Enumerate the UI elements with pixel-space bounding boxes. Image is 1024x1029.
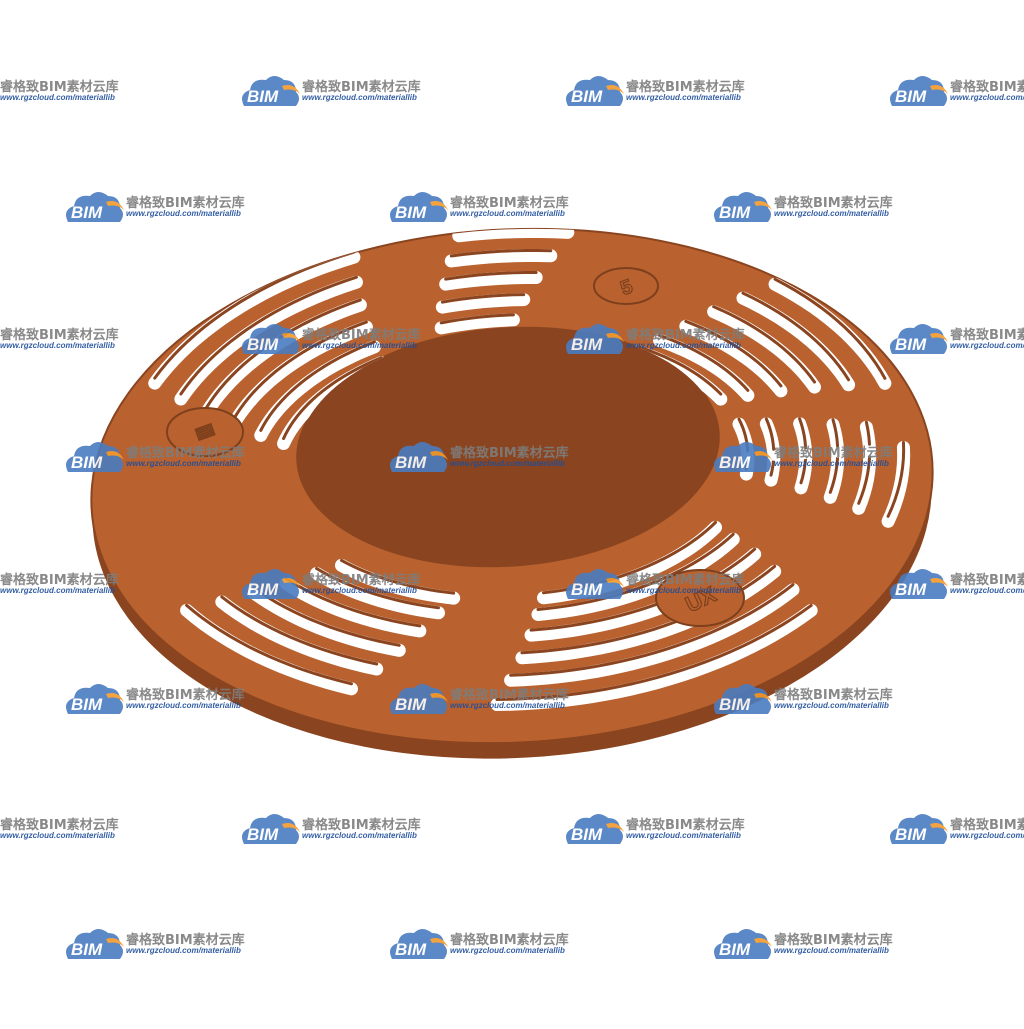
grate-slot-edge (449, 248, 553, 258)
grate-slot-edge (495, 603, 813, 702)
grate-slot-edge (658, 333, 750, 392)
grate-slot-edge (315, 567, 441, 610)
grate-slot (279, 576, 427, 638)
grate-slot-edge (536, 532, 735, 611)
grate-slot-edge (509, 583, 795, 677)
grate-slot (226, 320, 373, 432)
grate-slot (444, 248, 558, 268)
grate-slot-edge (439, 313, 515, 325)
grate-slot (254, 340, 381, 442)
grate-slot-edge (282, 356, 383, 441)
grate-slot-edge (636, 345, 723, 396)
grate-slot (180, 603, 358, 696)
grate-slot (736, 291, 856, 392)
grate-slot (247, 586, 406, 657)
grate-slot-edge (185, 603, 353, 686)
grate-slot (435, 293, 531, 314)
emboss-badge-top: 5 (593, 267, 659, 305)
grate-slot (768, 277, 892, 390)
grate-slot-edge (712, 305, 817, 384)
grate-slot-edge (231, 320, 368, 422)
grate-slot-edge (339, 558, 456, 595)
grate-slot-edge (252, 586, 401, 647)
grate-slot (334, 558, 461, 605)
grate-slot (679, 319, 788, 398)
grate-slot (707, 305, 822, 394)
grate-slot (215, 595, 384, 676)
grate-slot (310, 567, 446, 620)
grate-slot-edge (798, 417, 808, 450)
grate-slot-edge (259, 340, 376, 432)
grate-slot (653, 333, 755, 402)
grate-slot-edge (741, 291, 851, 382)
grate-slot (439, 271, 543, 291)
grate-slot-edge (440, 293, 526, 304)
grate-slot-edge (220, 595, 379, 666)
grate-slot-edge (764, 417, 776, 451)
emboss-badge-bottom: UX (655, 569, 745, 627)
grate-slot-edge (831, 418, 840, 448)
grate-slot-edge (773, 277, 887, 380)
grate-slot (531, 532, 740, 621)
grate-slot-edge (684, 319, 783, 388)
grate-inner-wall (298, 438, 720, 554)
grate-slot (434, 313, 520, 335)
grate-slot (490, 603, 818, 712)
grate-slot-edge (284, 576, 422, 628)
grate-slot (504, 583, 800, 687)
grate-slot (148, 250, 361, 390)
grate-slot-edge (886, 440, 906, 518)
grate-slot (452, 228, 575, 243)
grate-slot-edge (444, 271, 538, 281)
grate-slot-edge (864, 420, 872, 446)
emboss-badge-left: Ⅲ (166, 407, 244, 457)
